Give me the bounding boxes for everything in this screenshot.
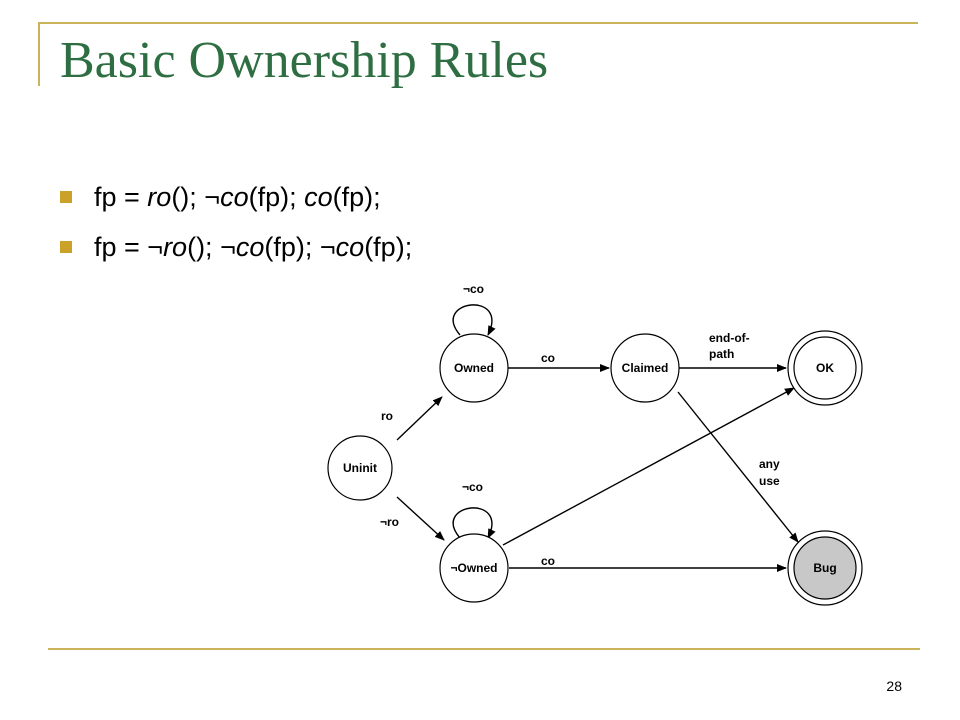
bullet-list: fp = ro(); ¬co(fp); co(fp); fp = ¬ro(); … — [60, 172, 412, 272]
bullet-item: fp = ro(); ¬co(fp); co(fp); — [60, 172, 412, 222]
bullet-text-run: (fp); — [332, 181, 381, 212]
edge-uninit-not-owned — [396, 496, 445, 541]
self-loop-not-owned — [452, 507, 496, 539]
bullet-item: fp = ¬ro(); ¬co(fp); ¬co(fp); — [60, 222, 412, 272]
bullet-text-run: ro — [163, 231, 188, 262]
page-number: 28 — [886, 678, 902, 694]
bullet-text-run: co — [220, 181, 249, 212]
edge-label-end-of: end-of- — [709, 331, 750, 345]
bug-fill — [793, 536, 857, 600]
bullet-text: fp = ¬ro(); ¬co(fp); ¬co(fp); — [94, 232, 412, 263]
bullet-text-run: (fp); — [248, 181, 305, 212]
bullet-text-run: (); ¬ — [171, 181, 221, 212]
accent-rule-vertical — [38, 22, 40, 86]
bullet-text-run: fp = — [94, 181, 148, 212]
self-loop-owned — [452, 304, 496, 336]
edge-not-owned-ok — [502, 387, 795, 546]
bullet-text-run: (); ¬ — [187, 231, 236, 262]
edge-uninit-owned — [396, 396, 443, 441]
state-label-bug: Bug — [813, 561, 836, 575]
edge-label-co-top: co — [541, 351, 555, 365]
state-uninit: Uninit — [327, 435, 393, 501]
state-not-owned: ¬Owned — [439, 533, 509, 603]
state-owned: Owned — [439, 333, 509, 403]
bullet-text-run: fp = ¬ — [94, 231, 164, 262]
square-bullet-icon — [60, 191, 72, 203]
state-ok: OK — [787, 330, 863, 406]
state-label-uninit: Uninit — [343, 461, 377, 475]
edge-label-owned-self: ¬co — [463, 282, 484, 296]
bullet-text-run: (fp); ¬ — [264, 231, 336, 262]
bullet-text-run: (fp); — [364, 231, 413, 262]
edge-label-not-owned-self: ¬co — [462, 480, 483, 494]
accent-rule-top — [38, 22, 918, 24]
bullet-text: fp = ro(); ¬co(fp); co(fp); — [94, 182, 381, 213]
edge-label-not-ro: ¬ro — [380, 515, 399, 529]
accent-rule-bottom — [48, 648, 920, 650]
square-bullet-icon — [60, 241, 72, 253]
edge-label-use: use — [759, 474, 780, 488]
state-claimed: Claimed — [610, 333, 680, 403]
bullet-text-run: co — [335, 231, 365, 262]
slide-title: Basic Ownership Rules — [60, 32, 549, 89]
state-bug: Bug — [787, 530, 863, 606]
state-label-claimed: Claimed — [622, 361, 669, 375]
edge-label-path: path — [709, 347, 734, 361]
state-label-owned: Owned — [454, 361, 494, 375]
edge-label-ro: ro — [381, 409, 393, 423]
bullet-text-run: ro — [147, 181, 172, 212]
edge-label-co-bottom: co — [541, 554, 555, 568]
edge-label-any: any — [759, 457, 780, 471]
bullet-text-run: co — [235, 231, 265, 262]
state-label-not-owned: ¬Owned — [450, 561, 497, 575]
state-label-ok: OK — [816, 361, 834, 375]
edge-claimed-bug — [677, 391, 799, 543]
bullet-text-run: co — [304, 181, 333, 212]
